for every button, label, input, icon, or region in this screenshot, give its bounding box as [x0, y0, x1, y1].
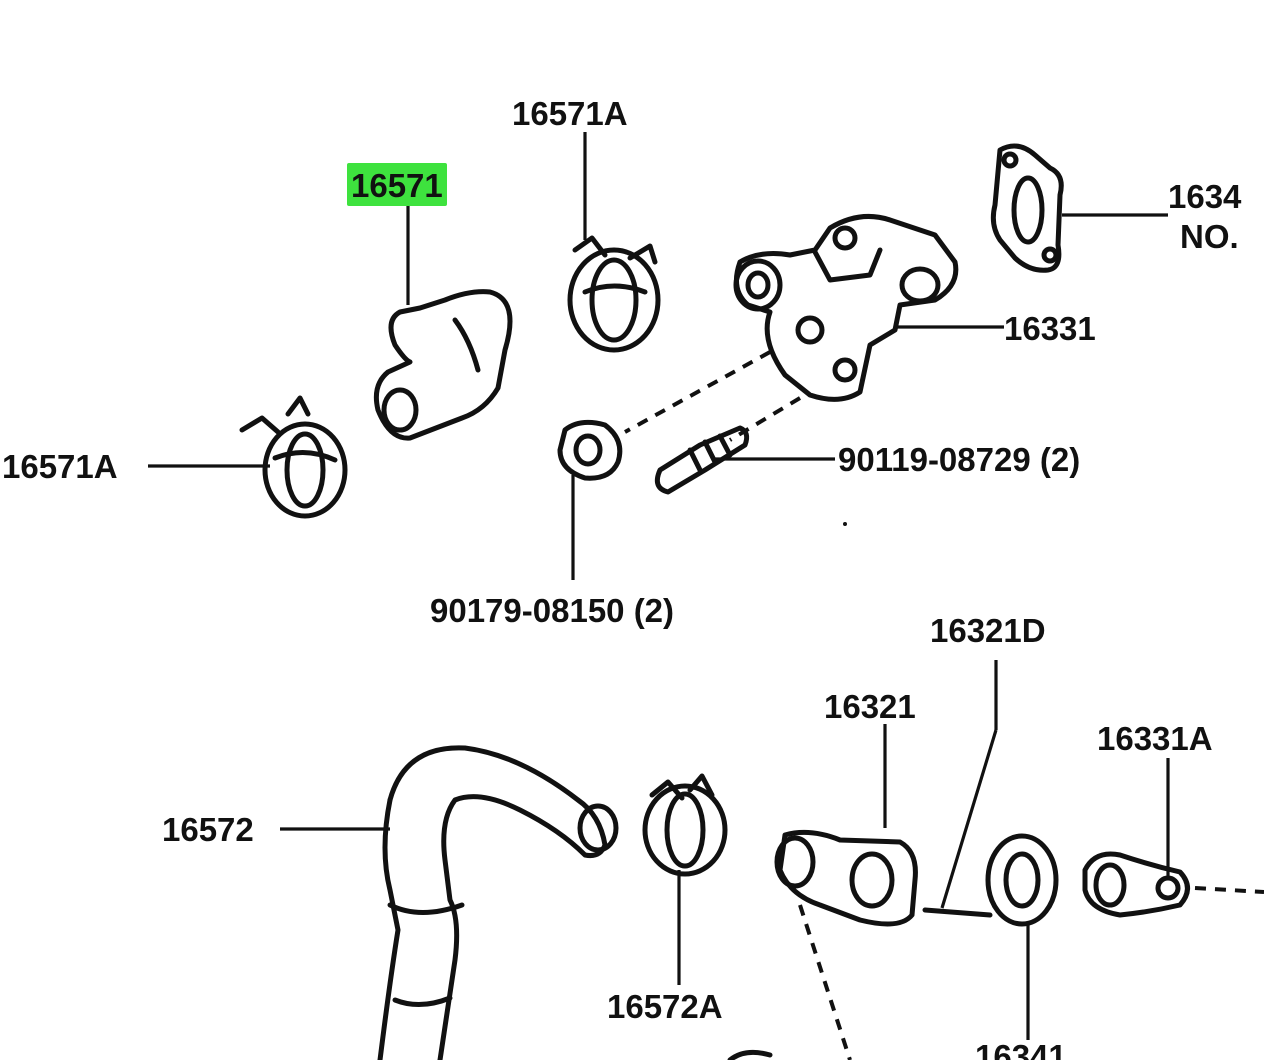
clamp-bottom-16572A — [642, 773, 728, 877]
housing-16331A — [1082, 851, 1190, 918]
label-16571: 16571 — [347, 163, 447, 206]
label-clamp-left: 16571A — [2, 448, 118, 485]
speck — [843, 522, 847, 526]
label-16321: 16321 — [824, 688, 916, 725]
cover-16321 — [774, 829, 918, 927]
label-16331: 16331 — [1004, 310, 1096, 347]
leader-lines — [148, 132, 1170, 1040]
hose-16572 — [377, 745, 619, 1060]
assembly-lines — [624, 350, 1264, 1060]
partial-part-bottom — [727, 1049, 773, 1060]
label-16341: 16341 — [975, 1038, 1067, 1060]
gasket-16321D — [922, 907, 993, 918]
washer-90179 — [557, 419, 623, 481]
label-1634: 1634 — [1168, 178, 1242, 215]
label-clamp-top: 16571A — [512, 95, 628, 132]
label-90119: 90119-08729 (2) — [838, 441, 1081, 478]
label-16572: 16572 — [162, 811, 254, 848]
bolt-90119 — [654, 425, 750, 495]
label-16321D: 16321D — [930, 612, 1046, 649]
label-16572A: 16572A — [607, 988, 723, 1025]
label-90179: 90179-08150 (2) — [430, 592, 675, 629]
thermostat-16341 — [985, 833, 1059, 927]
housing-16331 — [733, 213, 959, 402]
elbow-hose-16571 — [373, 289, 513, 441]
gasket-1634 — [990, 143, 1064, 273]
label-1634-note: NO. — [1180, 218, 1239, 255]
clamp-left-16571A — [239, 395, 348, 519]
label-16331A: 16331A — [1097, 720, 1213, 757]
clamp-top-16571A — [567, 235, 661, 353]
